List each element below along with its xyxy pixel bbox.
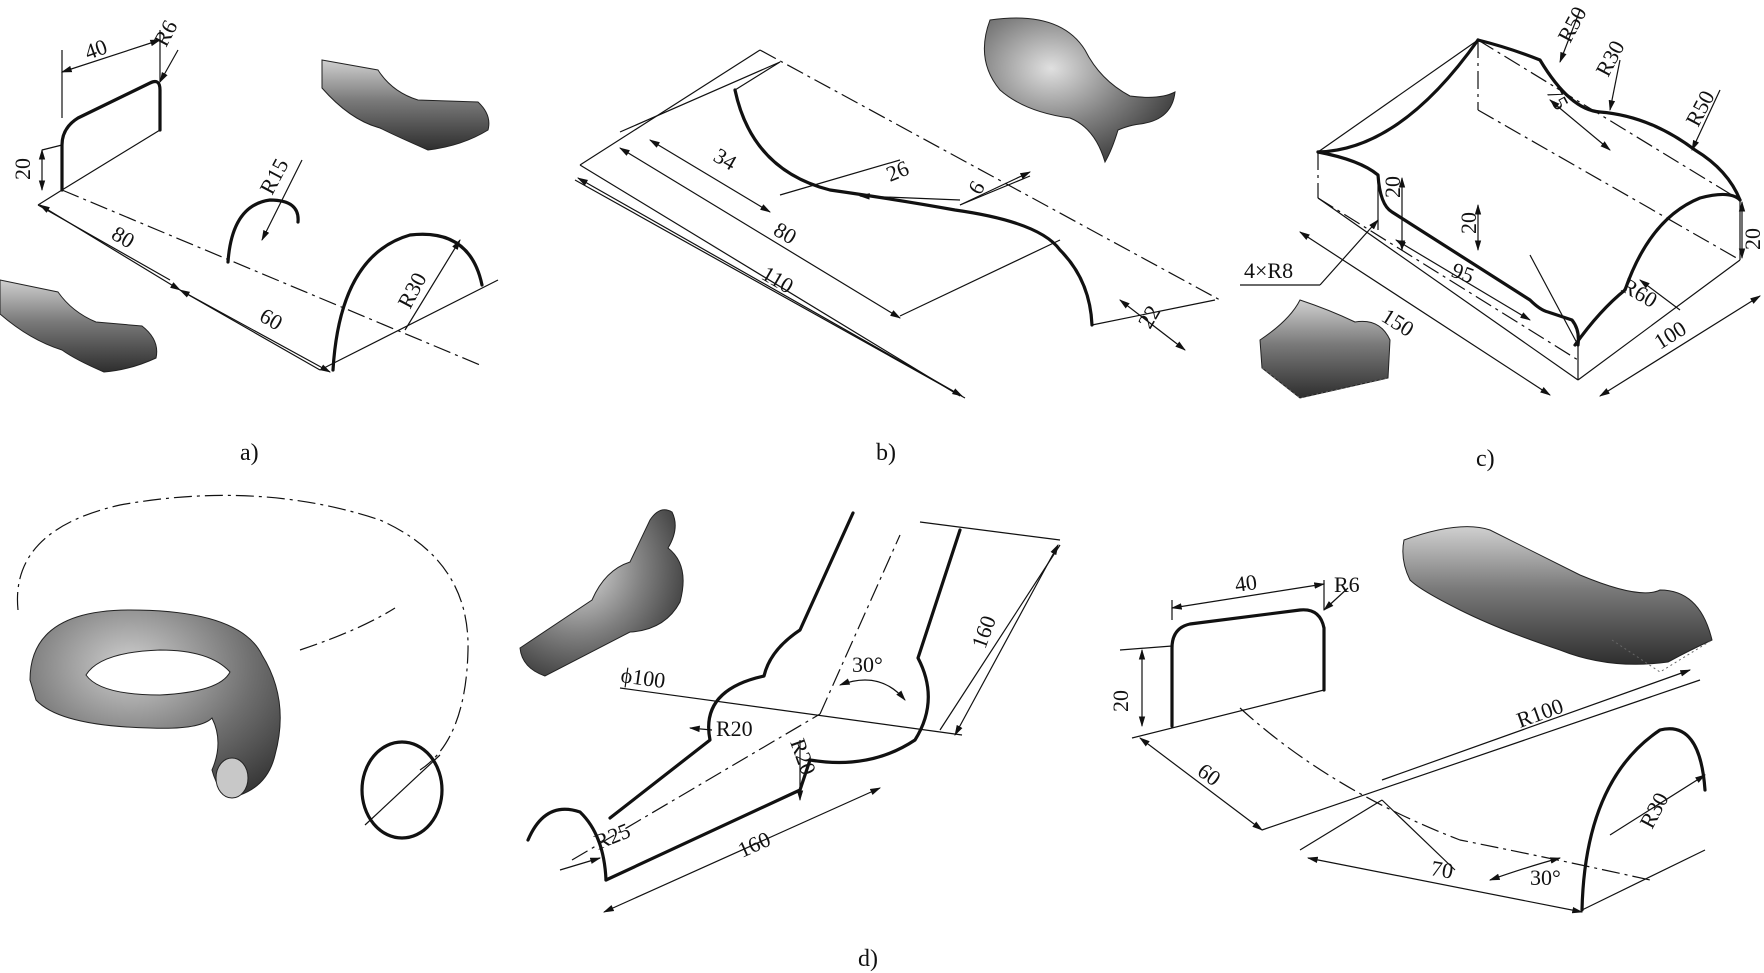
d-dim-160-vertical: 160	[966, 612, 1001, 652]
b-dim-22: 22	[1133, 301, 1166, 333]
a-dim-r15: R15	[254, 154, 293, 198]
b-dim-34: 34	[710, 143, 742, 176]
b-dim-110: 110	[758, 261, 798, 299]
c-dim-4xr8: 4×R8	[1244, 258, 1293, 283]
c-dim-20-left: 20	[1380, 176, 1405, 198]
d3-dim-60: 60	[1193, 758, 1225, 791]
d-spiral-end-ellipse	[360, 740, 444, 840]
d3-dim-20: 20	[1108, 690, 1133, 712]
panel-b: 34 26 6 80 110 22 b)	[574, 17, 1221, 466]
c-dim-20-right: 20	[1740, 228, 1764, 250]
panel-c: R50 R30 75 R50 20 20 95 4×R8 150 R60 100…	[1240, 2, 1764, 472]
c-dim-r50-right: R50	[1680, 86, 1719, 130]
c-dim-20-mid: 20	[1456, 212, 1481, 234]
d3-model-curved-tube	[1402, 526, 1713, 665]
panel-d-spiral	[16, 494, 469, 840]
c-dim-100: 100	[1649, 316, 1690, 355]
a-model-saddle-bottom	[0, 279, 158, 373]
c-model-tray	[1259, 299, 1391, 399]
d-dim-30deg-branch: 30°	[852, 652, 883, 677]
caption-b: b)	[876, 440, 896, 466]
b-dim-6: 6	[963, 176, 990, 198]
d3-dim-r6: R6	[1334, 572, 1360, 597]
a-dim-r6: R6	[148, 16, 182, 50]
d-dim-r20-bottom: R20	[785, 735, 821, 778]
d3-dim-70: 70	[1429, 855, 1455, 883]
c-dim-r60: R60	[1618, 273, 1662, 313]
d3-dim-40: 40	[1233, 569, 1258, 597]
caption-a: a)	[240, 440, 259, 466]
d-dim-r25: R25	[591, 818, 634, 855]
d3-dim-r30: R30	[1634, 788, 1673, 832]
c-dim-r30: R30	[1590, 36, 1629, 80]
caption-c: c)	[1476, 446, 1495, 472]
d-dim-160-horizontal: 160	[734, 826, 774, 862]
d-dim-phi100: ϕ100	[619, 662, 667, 693]
panel-d-branch: ϕ100 30° 160 R20 R20 R25 160 d)	[519, 509, 1061, 972]
d-spiral-torus	[29, 609, 281, 797]
c-dim-75: 75	[1542, 83, 1574, 114]
a-dim-60: 60	[256, 303, 288, 336]
a-model-saddle-top	[321, 59, 490, 151]
c-dim-r50-top: R50	[1552, 2, 1591, 46]
a-dim-r30: R30	[392, 268, 431, 312]
a-dim-40: 40	[81, 34, 110, 65]
b-dim-80: 80	[770, 217, 802, 250]
d-model-branch-pipe	[519, 509, 684, 677]
panel-a: 40 R6 20 R15 80 60 R30 a)	[0, 16, 499, 466]
b-dim-26: 26	[883, 155, 913, 186]
b-model-bulb	[983, 17, 1176, 164]
panel-d-bend: 40 R6 20 R100 60 R30 70 30°	[1108, 526, 1713, 914]
d3-dim-30deg: 30°	[1530, 865, 1561, 890]
d3-dim-r100: R100	[1513, 693, 1566, 733]
a-dim-20: 20	[10, 158, 35, 180]
caption-d: d)	[858, 946, 878, 972]
d-dim-r20-left: R20	[716, 716, 753, 741]
